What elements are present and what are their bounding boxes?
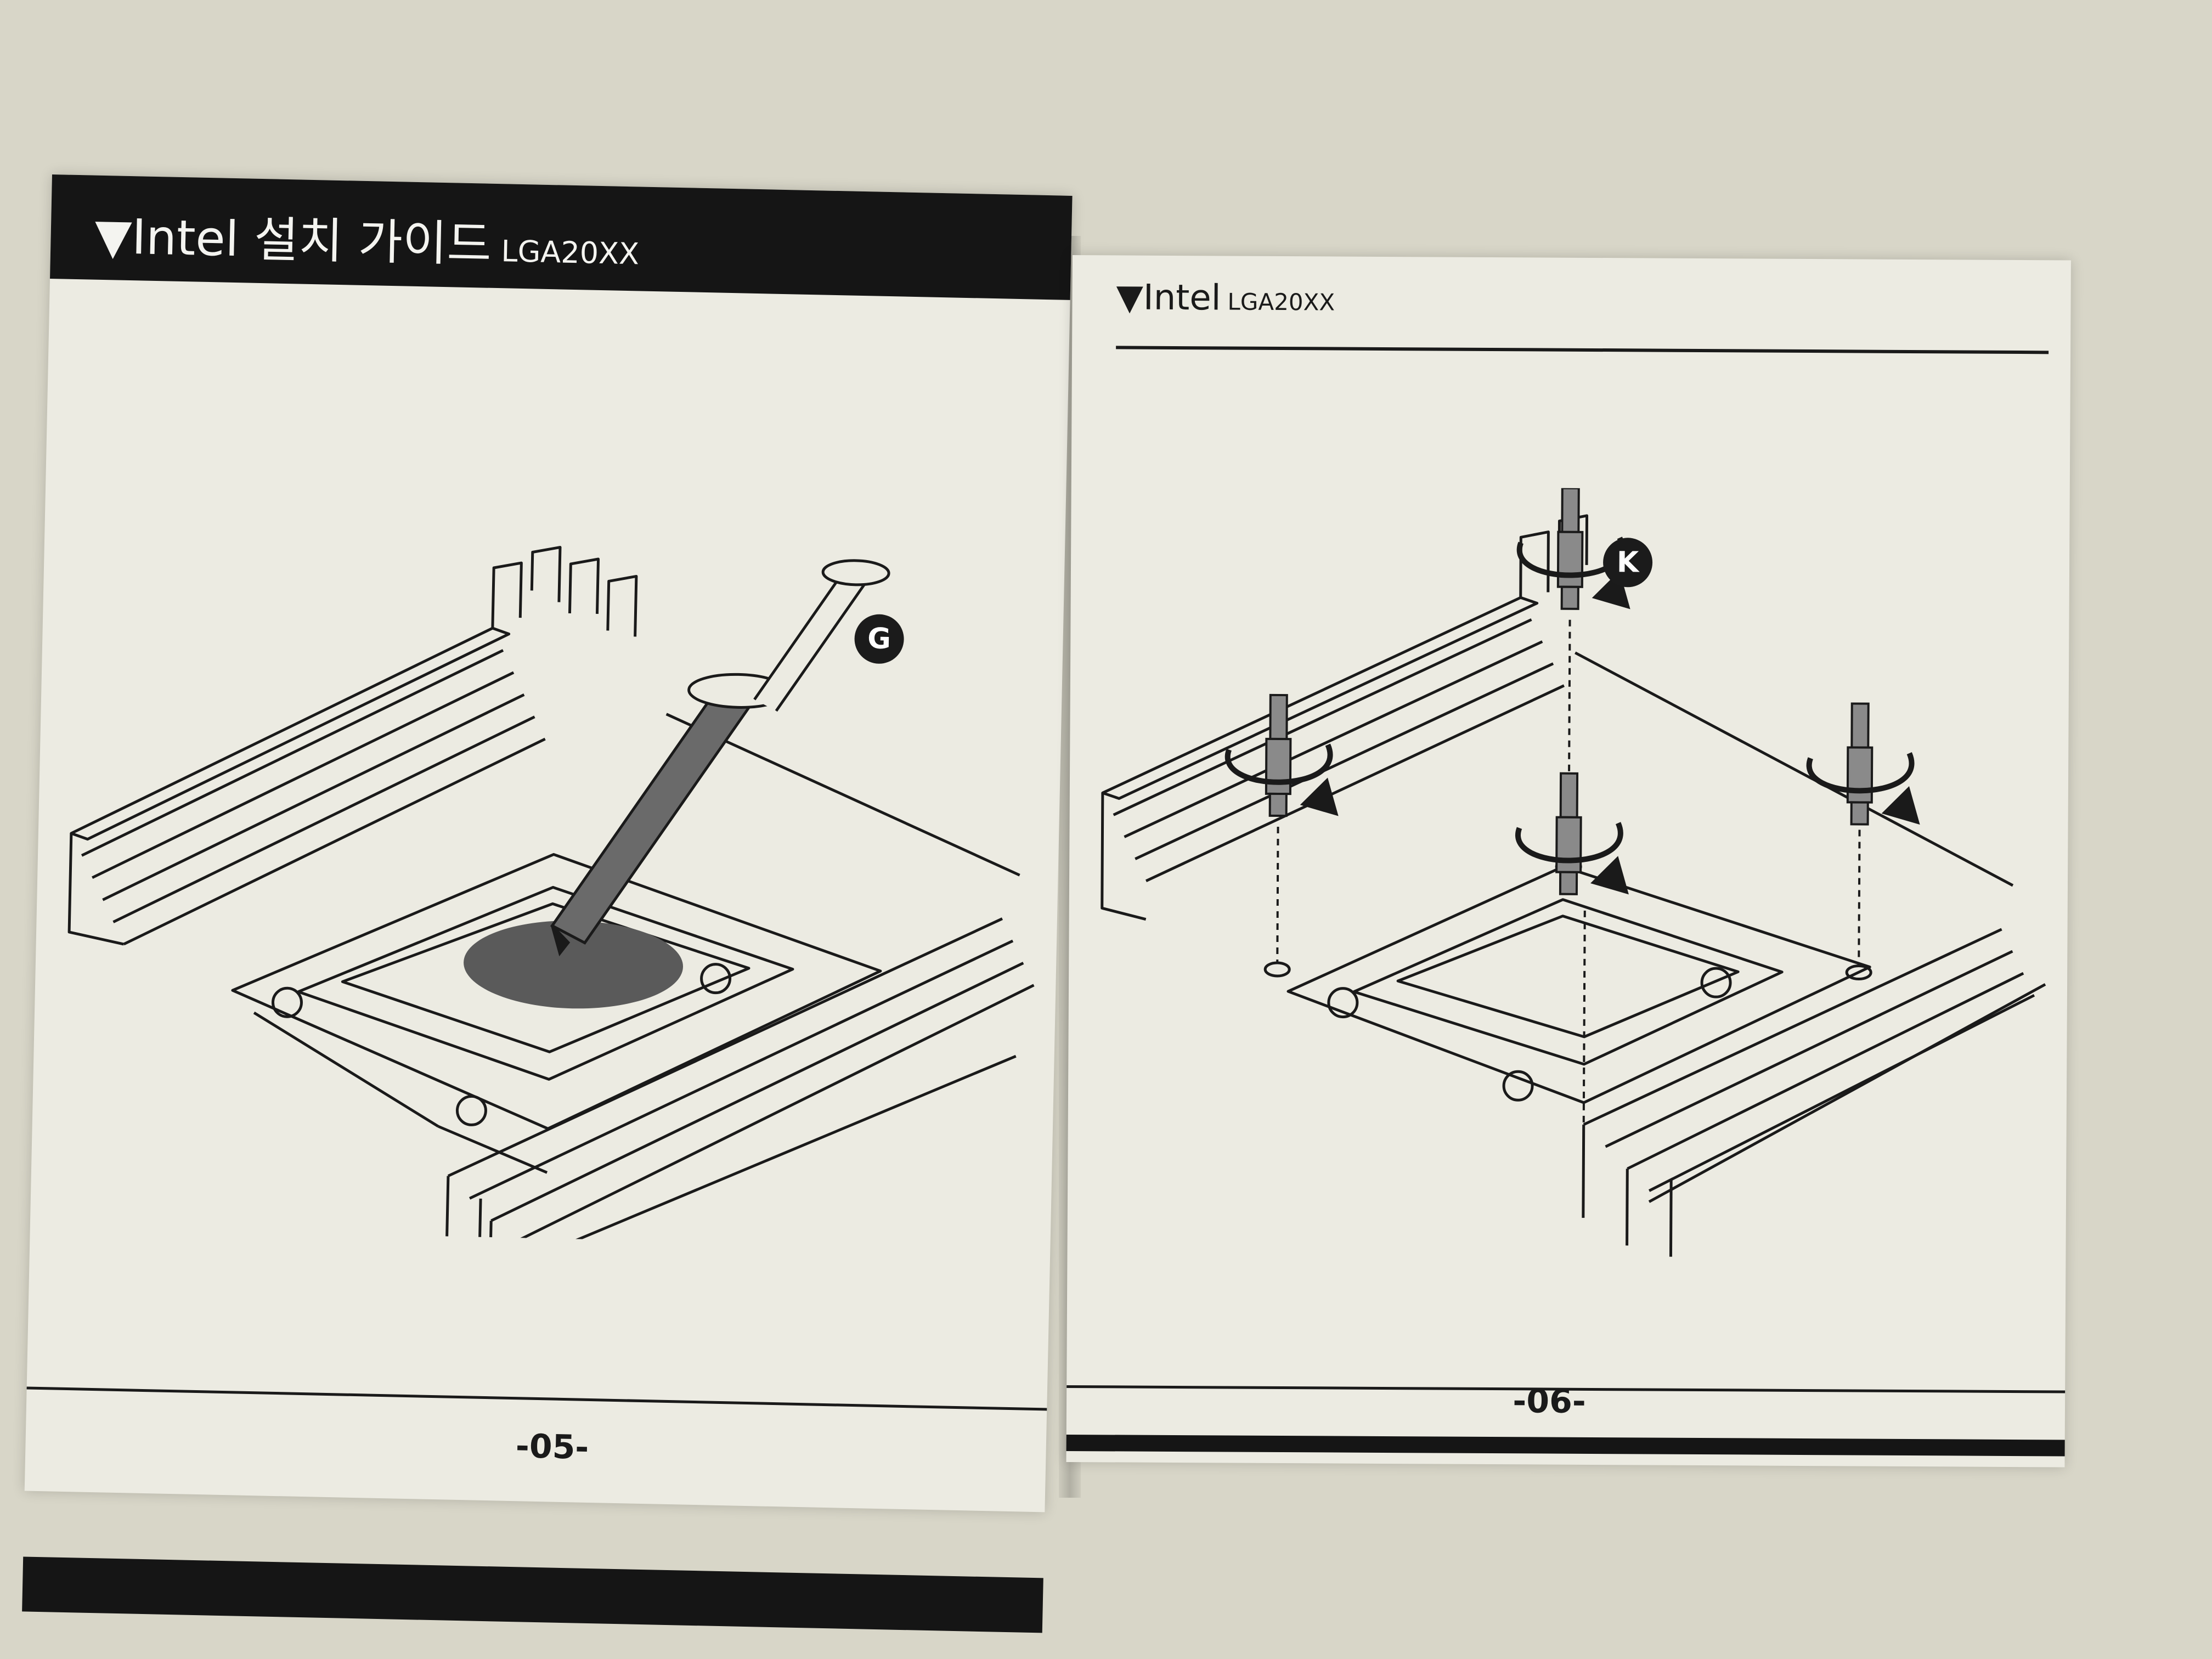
triangle-marker-icon: ▼	[1116, 277, 1144, 318]
ram-slots-rear	[67, 546, 638, 946]
footer-rule	[26, 1386, 1047, 1411]
page-title-model: LGA20XX	[500, 234, 640, 272]
standoff-center	[1555, 772, 1582, 895]
page-number: -05-	[515, 1427, 589, 1467]
standoff-screws	[1265, 487, 1874, 895]
cpu-socket	[1286, 865, 1871, 1104]
thermal-paste-illustration	[67, 546, 1035, 1249]
page-title-text: Intel 설치 가이드	[131, 208, 492, 273]
thermal-paste-syringe	[550, 559, 890, 957]
header-rule	[1116, 346, 2049, 354]
standoff-left	[1265, 693, 1292, 817]
ram-slots-front	[444, 917, 1035, 1249]
standoff-right	[1846, 702, 1874, 826]
standoff-top	[1556, 487, 1584, 610]
cpu-socket	[231, 853, 882, 1174]
page-bottom-bar	[1066, 1434, 2065, 1457]
thermal-paste-blob	[464, 921, 684, 1009]
page-title-model: LGA20XX	[1227, 288, 1335, 316]
ram-slots-front	[1582, 928, 2035, 1259]
triangle-marker-icon: ▼	[94, 207, 133, 266]
page-number: -06-	[1513, 1382, 1586, 1421]
page-title-text: Intel	[1143, 277, 1221, 319]
ram-slots-rear	[1101, 514, 1589, 921]
direction-arrowheads	[1300, 571, 1920, 895]
standoff-installation-illustration	[1101, 487, 2046, 1259]
page-bottom-bar	[22, 1556, 1043, 1633]
step-badge: K	[1602, 538, 1653, 588]
